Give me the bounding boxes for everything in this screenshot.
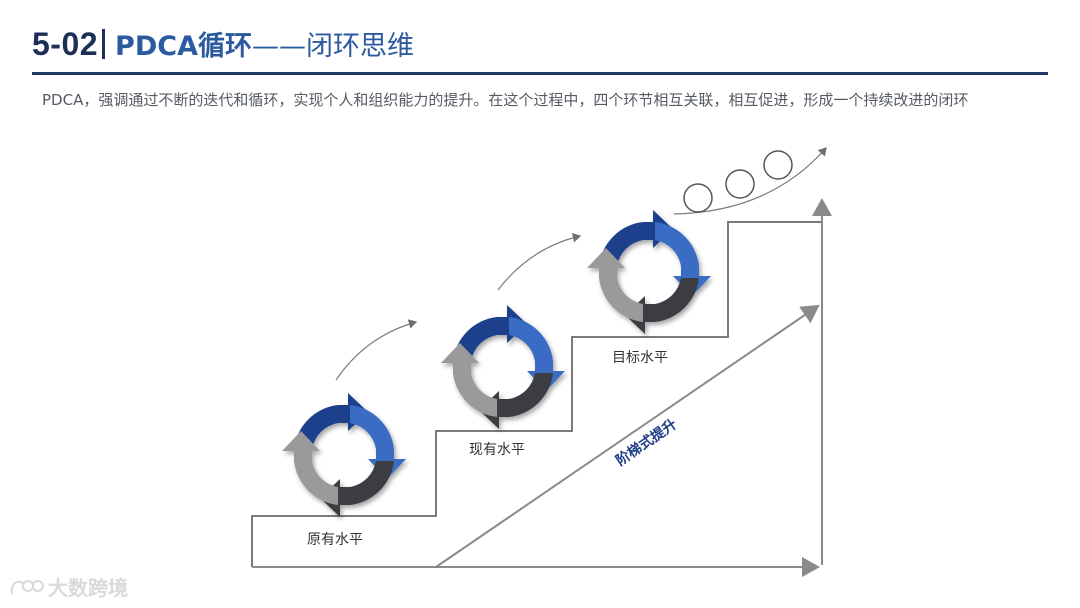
watermark-logo-icon: [10, 579, 44, 594]
step-label-current: 现有水平: [469, 442, 525, 458]
pdca-cycle-1: [282, 393, 406, 517]
ball-2: [725, 169, 755, 199]
progress-arrow-2: [497, 233, 582, 291]
progress-arrow-1: [335, 319, 418, 381]
page-title: 5-02 PDCA循环 ——闭环思维: [32, 24, 414, 63]
watermark-text: 大数跨境: [48, 576, 128, 600]
title-sub: ——闭环思维: [251, 31, 414, 62]
step-label-original: 原有水平: [307, 532, 363, 548]
pdca-cycle-2: [441, 305, 565, 429]
header-rule: [32, 72, 1048, 75]
staircase-outline: [251, 221, 822, 567]
title-main: PDCA循环: [115, 31, 252, 62]
watermark: 大数跨境: [8, 572, 128, 601]
diagonal-growth-line: [435, 304, 820, 568]
section-number: 5-02: [32, 26, 99, 62]
intro-text: PDCA，强调通过不断的迭代和循环，实现个人和组织能力的提升。在这个过程中，四个…: [42, 91, 969, 109]
pdca-cycle-3: [587, 210, 711, 334]
ball-1: [683, 183, 713, 213]
title-divider: [102, 29, 106, 59]
ball-3: [763, 150, 793, 180]
step-label-target: 目标水平: [612, 350, 668, 366]
